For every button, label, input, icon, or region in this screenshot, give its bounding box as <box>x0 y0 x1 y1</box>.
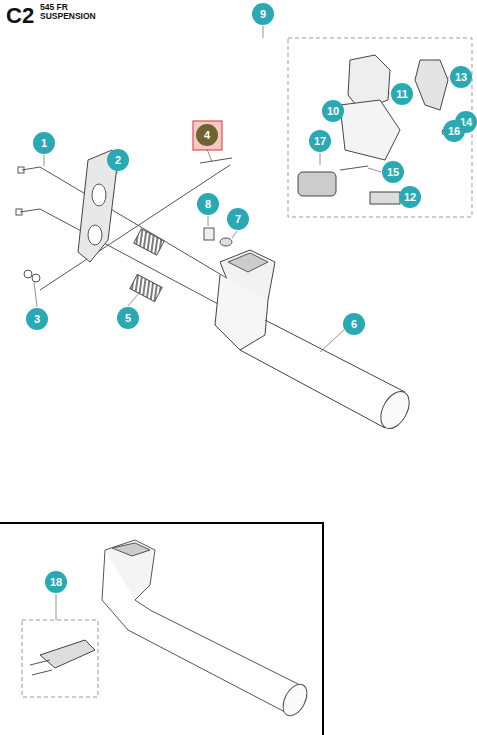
callout-number: 7 <box>227 208 249 230</box>
callout-number: 15 <box>382 161 404 183</box>
title-subtext: 545 FR <box>40 3 68 12</box>
callout-number: 2 <box>107 149 129 171</box>
callout-number: 5 <box>117 307 139 329</box>
callout-number: 18 <box>45 571 67 593</box>
title-subtext: SUSPENSION <box>40 12 96 21</box>
group-box <box>288 38 472 217</box>
callout-number: 3 <box>26 308 48 330</box>
section-title: C2 <box>6 5 34 27</box>
callout-number: 17 <box>309 130 331 152</box>
callout-number: 11 <box>391 83 413 105</box>
callout-number: 13 <box>450 66 472 88</box>
callout-number: 4 <box>196 124 218 146</box>
callout-number: 10 <box>322 100 344 122</box>
highlight-box <box>193 121 222 150</box>
callout-number: 6 <box>343 313 365 335</box>
callout-number: 1 <box>33 132 55 154</box>
callout-number: 8 <box>197 193 219 215</box>
callout-number: 16 <box>443 120 465 142</box>
callout-number: 9 <box>252 3 274 25</box>
callout-number: 12 <box>399 186 421 208</box>
